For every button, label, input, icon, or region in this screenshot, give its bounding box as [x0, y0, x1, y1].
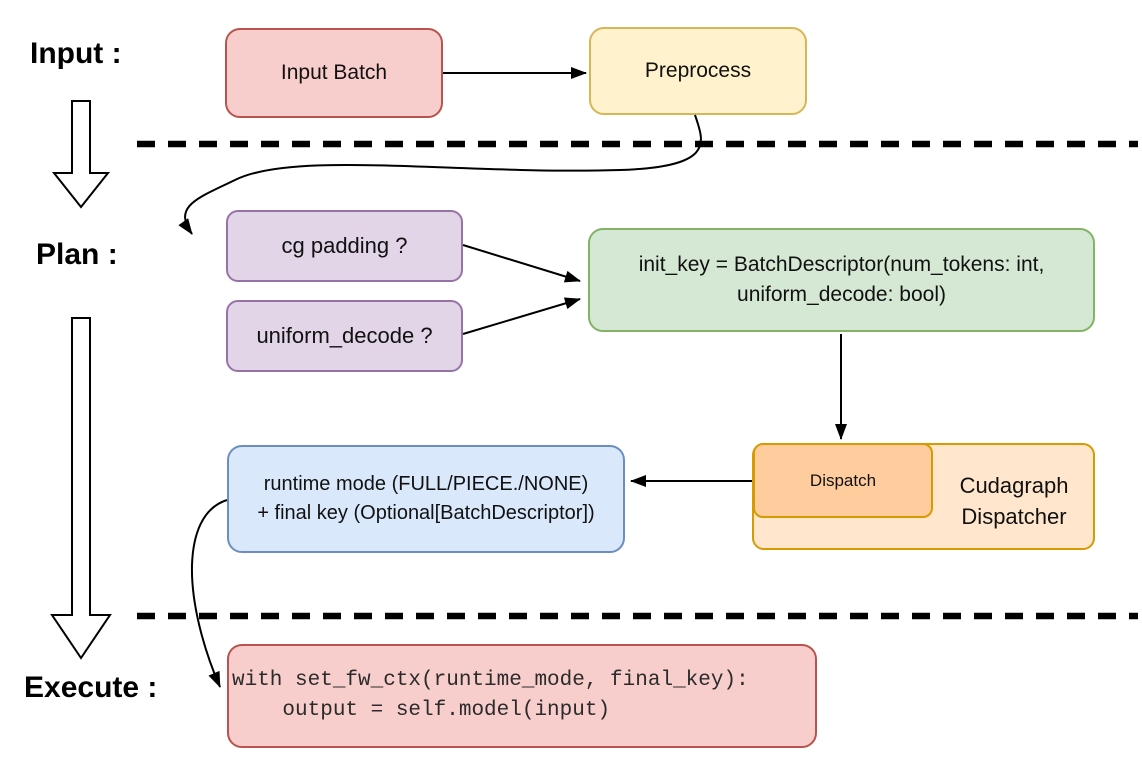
node-input-batch-label: Input Batch	[280, 61, 388, 84]
connector-runtime-to-execute	[190, 499, 228, 688]
stage-arrow-input-to-plan	[51, 100, 111, 209]
stage-label-plan: Plan :	[36, 238, 118, 271]
node-dispatch: Dispatch	[753, 443, 933, 518]
stage-label-input: Input :	[30, 37, 122, 70]
code-line1: with set_fw_ctx(runtime_mode, final_key)…	[232, 669, 749, 692]
node-cg-padding: cg padding ?	[226, 210, 463, 282]
node-dispatch-label: Dispatch	[809, 470, 877, 490]
connector-uniformdecode-to-initkey	[462, 297, 581, 335]
dispatcher-label-line1: Cudagraph	[959, 473, 1069, 498]
node-runtime-mode: runtime mode (FULL/PIECE./NONE) + final …	[227, 445, 625, 553]
node-input-batch: Input Batch	[225, 28, 443, 118]
node-preprocess: Preprocess	[589, 27, 807, 115]
node-init-key: init_key = BatchDescriptor(num_tokens: i…	[588, 228, 1095, 332]
node-runtime-line2: + final key (Optional[BatchDescriptor])	[257, 502, 595, 524]
connector-cgpadding-to-initkey	[462, 244, 581, 283]
node-runtime-line1: runtime mode (FULL/PIECE./NONE)	[263, 473, 589, 495]
stage-label-execute: Execute :	[24, 671, 158, 704]
node-init-key-line2: uniform_decode: bool)	[737, 283, 946, 306]
stage-arrow-plan-to-execute	[50, 317, 112, 660]
node-preprocess-label: Preprocess	[644, 59, 752, 82]
node-execute-code: with set_fw_ctx(runtime_mode, final_key)…	[227, 644, 817, 748]
node-init-key-line1: init_key = BatchDescriptor(num_tokens: i…	[638, 253, 1045, 276]
node-uniform-decode: uniform_decode ?	[226, 300, 463, 372]
node-cg-padding-label: cg padding ?	[281, 233, 408, 258]
dispatcher-label-line2: Dispatcher	[961, 504, 1067, 529]
node-uniform-decode-label: uniform_decode ?	[256, 323, 433, 348]
code-line2: output = self.model(input)	[232, 699, 611, 722]
node-cudagraph-dispatcher-label: Cudagraph Dispatcher	[933, 470, 1095, 532]
